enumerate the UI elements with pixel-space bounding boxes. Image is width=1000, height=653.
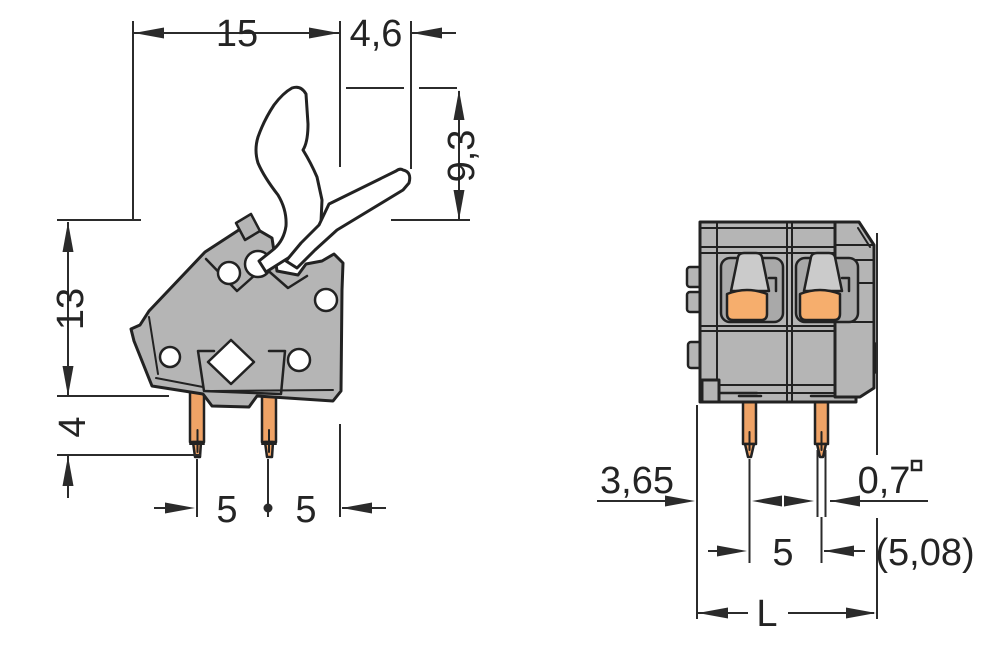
extension-lines-left [57, 219, 201, 456]
arrowhead [412, 27, 442, 39]
arrowhead-right [165, 502, 195, 514]
housing-inner-wall [148, 316, 334, 392]
extension-lines-lever [346, 87, 470, 221]
arrowhead-down [453, 190, 465, 220]
pole-divider-lines [716, 222, 793, 402]
dimension-0-7: 0,7 [784, 459, 928, 507]
dimension-pitch-5-5: 5 5 [154, 489, 386, 531]
dimension-L: L [698, 593, 876, 635]
cavity-contour [196, 349, 287, 396]
push-button [729, 251, 771, 293]
dimension-dot [263, 503, 273, 513]
dim-label-lever-height: 9,3 [441, 130, 483, 183]
dim-label-lever-offset: 4,6 [350, 13, 403, 55]
front-view [685, 220, 878, 459]
dim-label-edge-to-pin: 3,65 [600, 460, 674, 502]
clamp-spring [798, 288, 842, 322]
dimension-3-65: 3,65 [597, 460, 782, 507]
arrowhead-right [784, 495, 814, 507]
arrowhead-right [846, 607, 876, 619]
dimension-9-3: 9,3 [441, 90, 483, 220]
dim-label-pitch: 5 [772, 532, 793, 574]
housing-hole [216, 260, 242, 286]
clamp-unit-right [794, 251, 860, 324]
push-button [802, 251, 844, 293]
pin-socket-lines [717, 391, 835, 398]
dimension-4-6: 4,6 [350, 13, 456, 55]
arrowhead-left [830, 495, 860, 507]
arrowhead-up [453, 90, 465, 120]
housing-foot [700, 378, 721, 404]
arrowhead-right [665, 495, 695, 507]
housing-hole [286, 347, 312, 373]
arrowhead-up [62, 222, 74, 252]
dimension-15: 15 [133, 13, 340, 55]
side-view [129, 85, 412, 459]
arrowhead-right [717, 545, 747, 557]
housing-hole [313, 287, 339, 313]
dimension-5-front: 5 (5,08) [708, 532, 975, 574]
pin-detail-lines [189, 429, 205, 453]
lever-foot [234, 212, 262, 242]
spring-hook [840, 276, 851, 293]
front-solder-pin-left [741, 393, 758, 459]
extension-lines [696, 233, 878, 619]
dimension-13: 13 [50, 222, 92, 396]
dimensions-front-view: 3,65 0,7 5 (5,08) L [597, 233, 975, 635]
clamp-lever [284, 167, 412, 270]
arrowhead-up [62, 456, 74, 486]
arrowhead-down [62, 366, 74, 396]
side-solder-pin-left [188, 383, 206, 459]
dim-label-pitch-left: 5 [216, 489, 237, 531]
extension-lines-top [132, 21, 412, 517]
dim-label-pitch-alt: (5,08) [875, 532, 974, 574]
operating-lever [254, 85, 324, 274]
clamp-spring [725, 288, 769, 322]
arrowhead-right [309, 27, 339, 39]
dim-label-pitch-right: 5 [295, 489, 316, 531]
diamond-opening [206, 338, 256, 386]
arrowhead-left [342, 502, 372, 514]
square-section-symbol [910, 459, 923, 472]
arrowhead-left [134, 27, 164, 39]
spring-hook [767, 276, 778, 293]
dimension-4: 4 [52, 416, 94, 498]
dimensions-side-view: 15 4,6 9,3 13 4 [50, 13, 483, 531]
dim-label-width: 15 [216, 13, 258, 55]
pin-detail-lines [261, 429, 277, 453]
front-solder-pin-right [813, 393, 830, 459]
housing-hole [158, 345, 182, 369]
dim-label-housing-height: 13 [50, 288, 92, 330]
clamp-unit-left [719, 251, 785, 324]
arrowhead-left [698, 607, 728, 619]
side-solder-pin-right [260, 388, 278, 459]
arrowhead-left [752, 495, 782, 507]
dim-label-pin-length: 4 [52, 416, 94, 437]
arrowhead-left [824, 545, 854, 557]
housing-seam-lines [700, 227, 856, 394]
dim-label-pin-width: 0,7 [858, 460, 911, 502]
dim-label-overall-width: L [756, 593, 777, 635]
